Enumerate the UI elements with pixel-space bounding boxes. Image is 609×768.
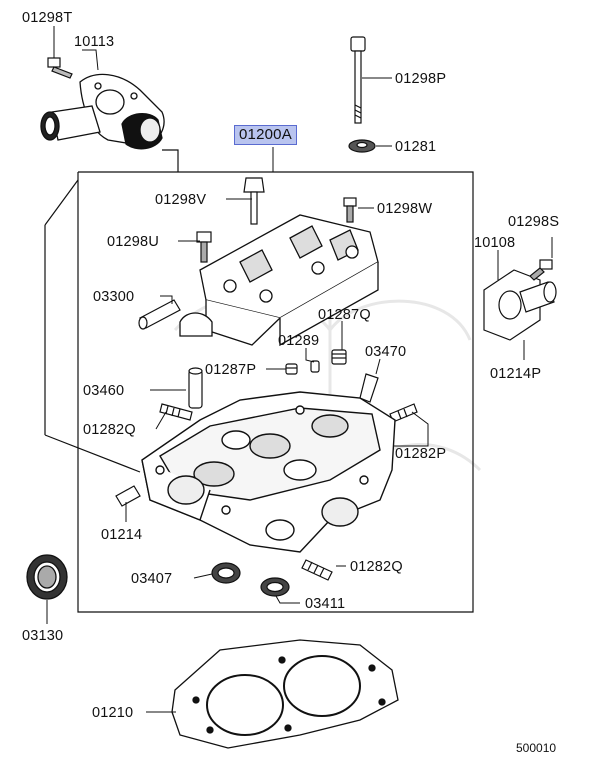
bolt-01298V (243, 177, 265, 225)
leader-lines (46, 26, 553, 713)
callout-01298S: 01298S (508, 214, 560, 230)
callout-01287Q: 01287Q (318, 307, 371, 323)
water-outlet-fitting (40, 73, 165, 150)
stud-01282Q-lower (301, 559, 333, 581)
washer-01281 (348, 139, 376, 153)
callout-01210: 01210 (92, 705, 134, 721)
oil-seal-03411 (260, 577, 290, 597)
assembly-boundary (44, 149, 474, 613)
cylinder-head (141, 391, 396, 553)
bolt-01298W (343, 197, 357, 223)
callout-01298U: 01298U (107, 234, 159, 250)
bolt-01298P (350, 36, 366, 124)
callout-03470: 03470 (365, 344, 407, 360)
callout-01282Q-lower: 01282Q (350, 559, 403, 575)
callout-03411: 03411 (305, 596, 346, 612)
figure-code: 500010 (516, 741, 557, 755)
callout-03407: 03407 (131, 571, 173, 587)
callout-03300: 03300 (93, 289, 135, 305)
bolt-01298T (47, 57, 73, 79)
callout-01282Q-upper: 01282Q (83, 422, 136, 438)
callout-01214P: 01214P (490, 366, 542, 382)
callout-01214: 01214 (101, 527, 143, 543)
callout-01298W: 01298W (377, 201, 433, 217)
callout-01289: 01289 (278, 333, 320, 349)
callout-03130: 03130 (22, 628, 64, 644)
callout-01298P: 01298P (395, 71, 447, 87)
callout-01287P: 01287P (205, 362, 257, 378)
dowel-01289 (310, 360, 320, 373)
stud-01282Q-upper (159, 403, 193, 421)
callout-01281: 01281 (395, 139, 437, 155)
plug-01287Q (331, 349, 347, 365)
tube-03460 (188, 367, 203, 409)
callout-01298T: 01298T (22, 10, 73, 26)
camshaft-bearing-caps (179, 214, 379, 347)
callout-01298V: 01298V (155, 192, 207, 208)
dowel-01214 (115, 485, 141, 507)
callout-10113: 10113 (74, 34, 115, 50)
seal-03130 (26, 554, 68, 600)
guide-03470 (359, 373, 379, 403)
bolt-01298U (196, 231, 212, 263)
callout-10108: 10108 (474, 235, 516, 251)
thermostat-housing (483, 269, 557, 341)
head-gasket (171, 639, 399, 749)
dowel-pin-03300 (138, 299, 181, 330)
callout-01282P: 01282P (395, 446, 447, 462)
oil-seal-03407 (211, 562, 241, 584)
callout-01200A[interactable]: 01200A (234, 125, 297, 145)
bolt-01298S (529, 259, 553, 281)
plug-01287P (285, 363, 298, 375)
callout-03460: 03460 (83, 383, 125, 399)
